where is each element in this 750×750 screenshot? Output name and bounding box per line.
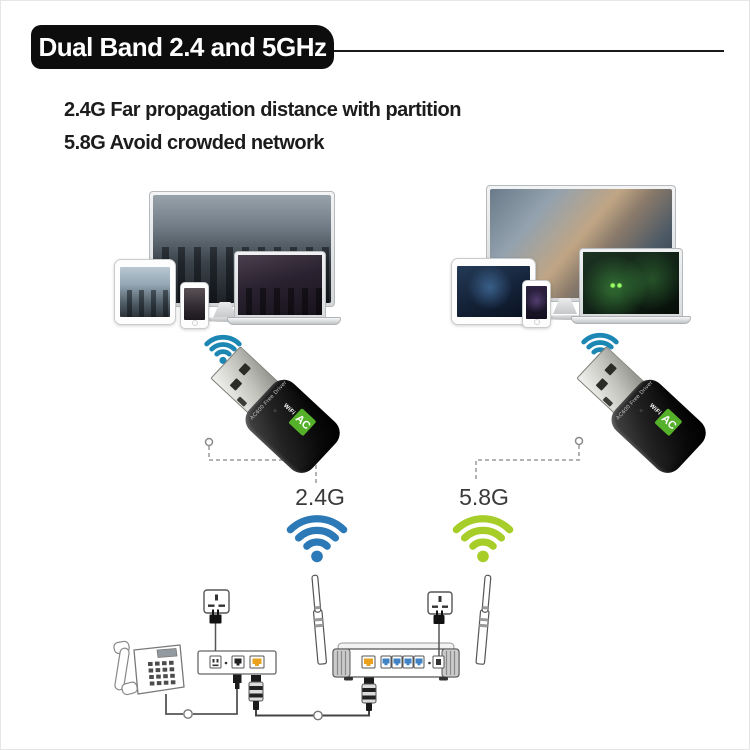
phone-line-cable [165, 674, 242, 719]
band-label-24g: 2.4G [295, 484, 345, 510]
usb-slot [595, 378, 609, 391]
modem-power-outlet [203, 589, 230, 651]
laptop-left-keyboard [227, 317, 341, 325]
router [311, 574, 492, 681]
dashed-callout-lines [204, 436, 584, 483]
wifi-icon-58g [452, 515, 514, 563]
monitor-left-stand [213, 302, 237, 318]
adapter-wifi-text: WiFi [647, 403, 662, 417]
monitor-right-stand [553, 298, 577, 314]
usb-slot [238, 362, 251, 376]
modem [197, 650, 277, 675]
feature-text: 2.4G Far propagation distance with parti… [64, 94, 461, 160]
banner-title: Dual Band 2.4 and 5GHz [38, 31, 327, 62]
tablet-right-screen [457, 266, 530, 317]
band-label-58g: 5.8G [459, 484, 509, 510]
telephone [113, 640, 185, 696]
router-power-outlet [427, 591, 453, 656]
wifi-icon-24g [286, 515, 348, 563]
router-antenna-right [475, 574, 492, 665]
router-antenna-left [311, 574, 328, 665]
telephone-keypad [148, 660, 176, 686]
telephone-handset [113, 640, 138, 696]
feature-line-58g: 5.8G Avoid crowded network [64, 132, 325, 154]
phone-left [180, 282, 209, 329]
usb-side-hole [602, 396, 614, 407]
phone-right [522, 280, 551, 328]
tablet-left-screen [120, 267, 170, 317]
adapter-badge: WiFi AC [277, 398, 317, 437]
title-banner: Dual Band 2.4 and 5GHz [31, 25, 334, 69]
usb-slot [604, 362, 617, 376]
adapter-wifi-text: WiFi [281, 403, 296, 417]
network-setup-diagram [113, 574, 492, 721]
laptop-right [579, 248, 683, 318]
usb-slot [229, 378, 243, 391]
usb-side-hole [236, 396, 248, 407]
phone-right-screen [526, 286, 547, 319]
phone-left-screen [184, 288, 205, 320]
laptop-left-screen [238, 255, 322, 315]
laptop-left [234, 251, 326, 319]
router-lan-ports [380, 655, 425, 669]
adapter-badge: WiFi AC [643, 398, 683, 437]
laptop-right-screen [583, 252, 679, 314]
monitor-right-base [539, 315, 601, 320]
ethernet-cable [248, 675, 377, 721]
laptop-right-keyboard [571, 316, 691, 324]
tablet-left [114, 259, 176, 325]
banner-rule-line [334, 50, 724, 52]
tablet-right [451, 258, 536, 325]
feature-line-24g: 2.4G Far propagation distance with parti… [64, 99, 461, 121]
